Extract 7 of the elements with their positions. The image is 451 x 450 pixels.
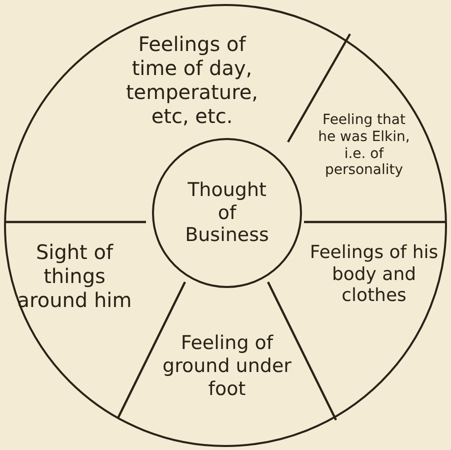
segment-label: Feeling that he was Elkin, i.e. of personality: [317, 112, 411, 180]
segment-label: Sight of things around him: [16, 240, 133, 312]
segment-label: Feelings of his body and clothes: [308, 242, 440, 307]
center-label: Thought of Business: [184, 178, 270, 248]
segment-label: Feeling of ground under foot: [162, 332, 292, 400]
circle-outline: [4, 4, 447, 447]
segment-label: Feelings of time of day, temperature, etc, etc.: [124, 32, 260, 128]
